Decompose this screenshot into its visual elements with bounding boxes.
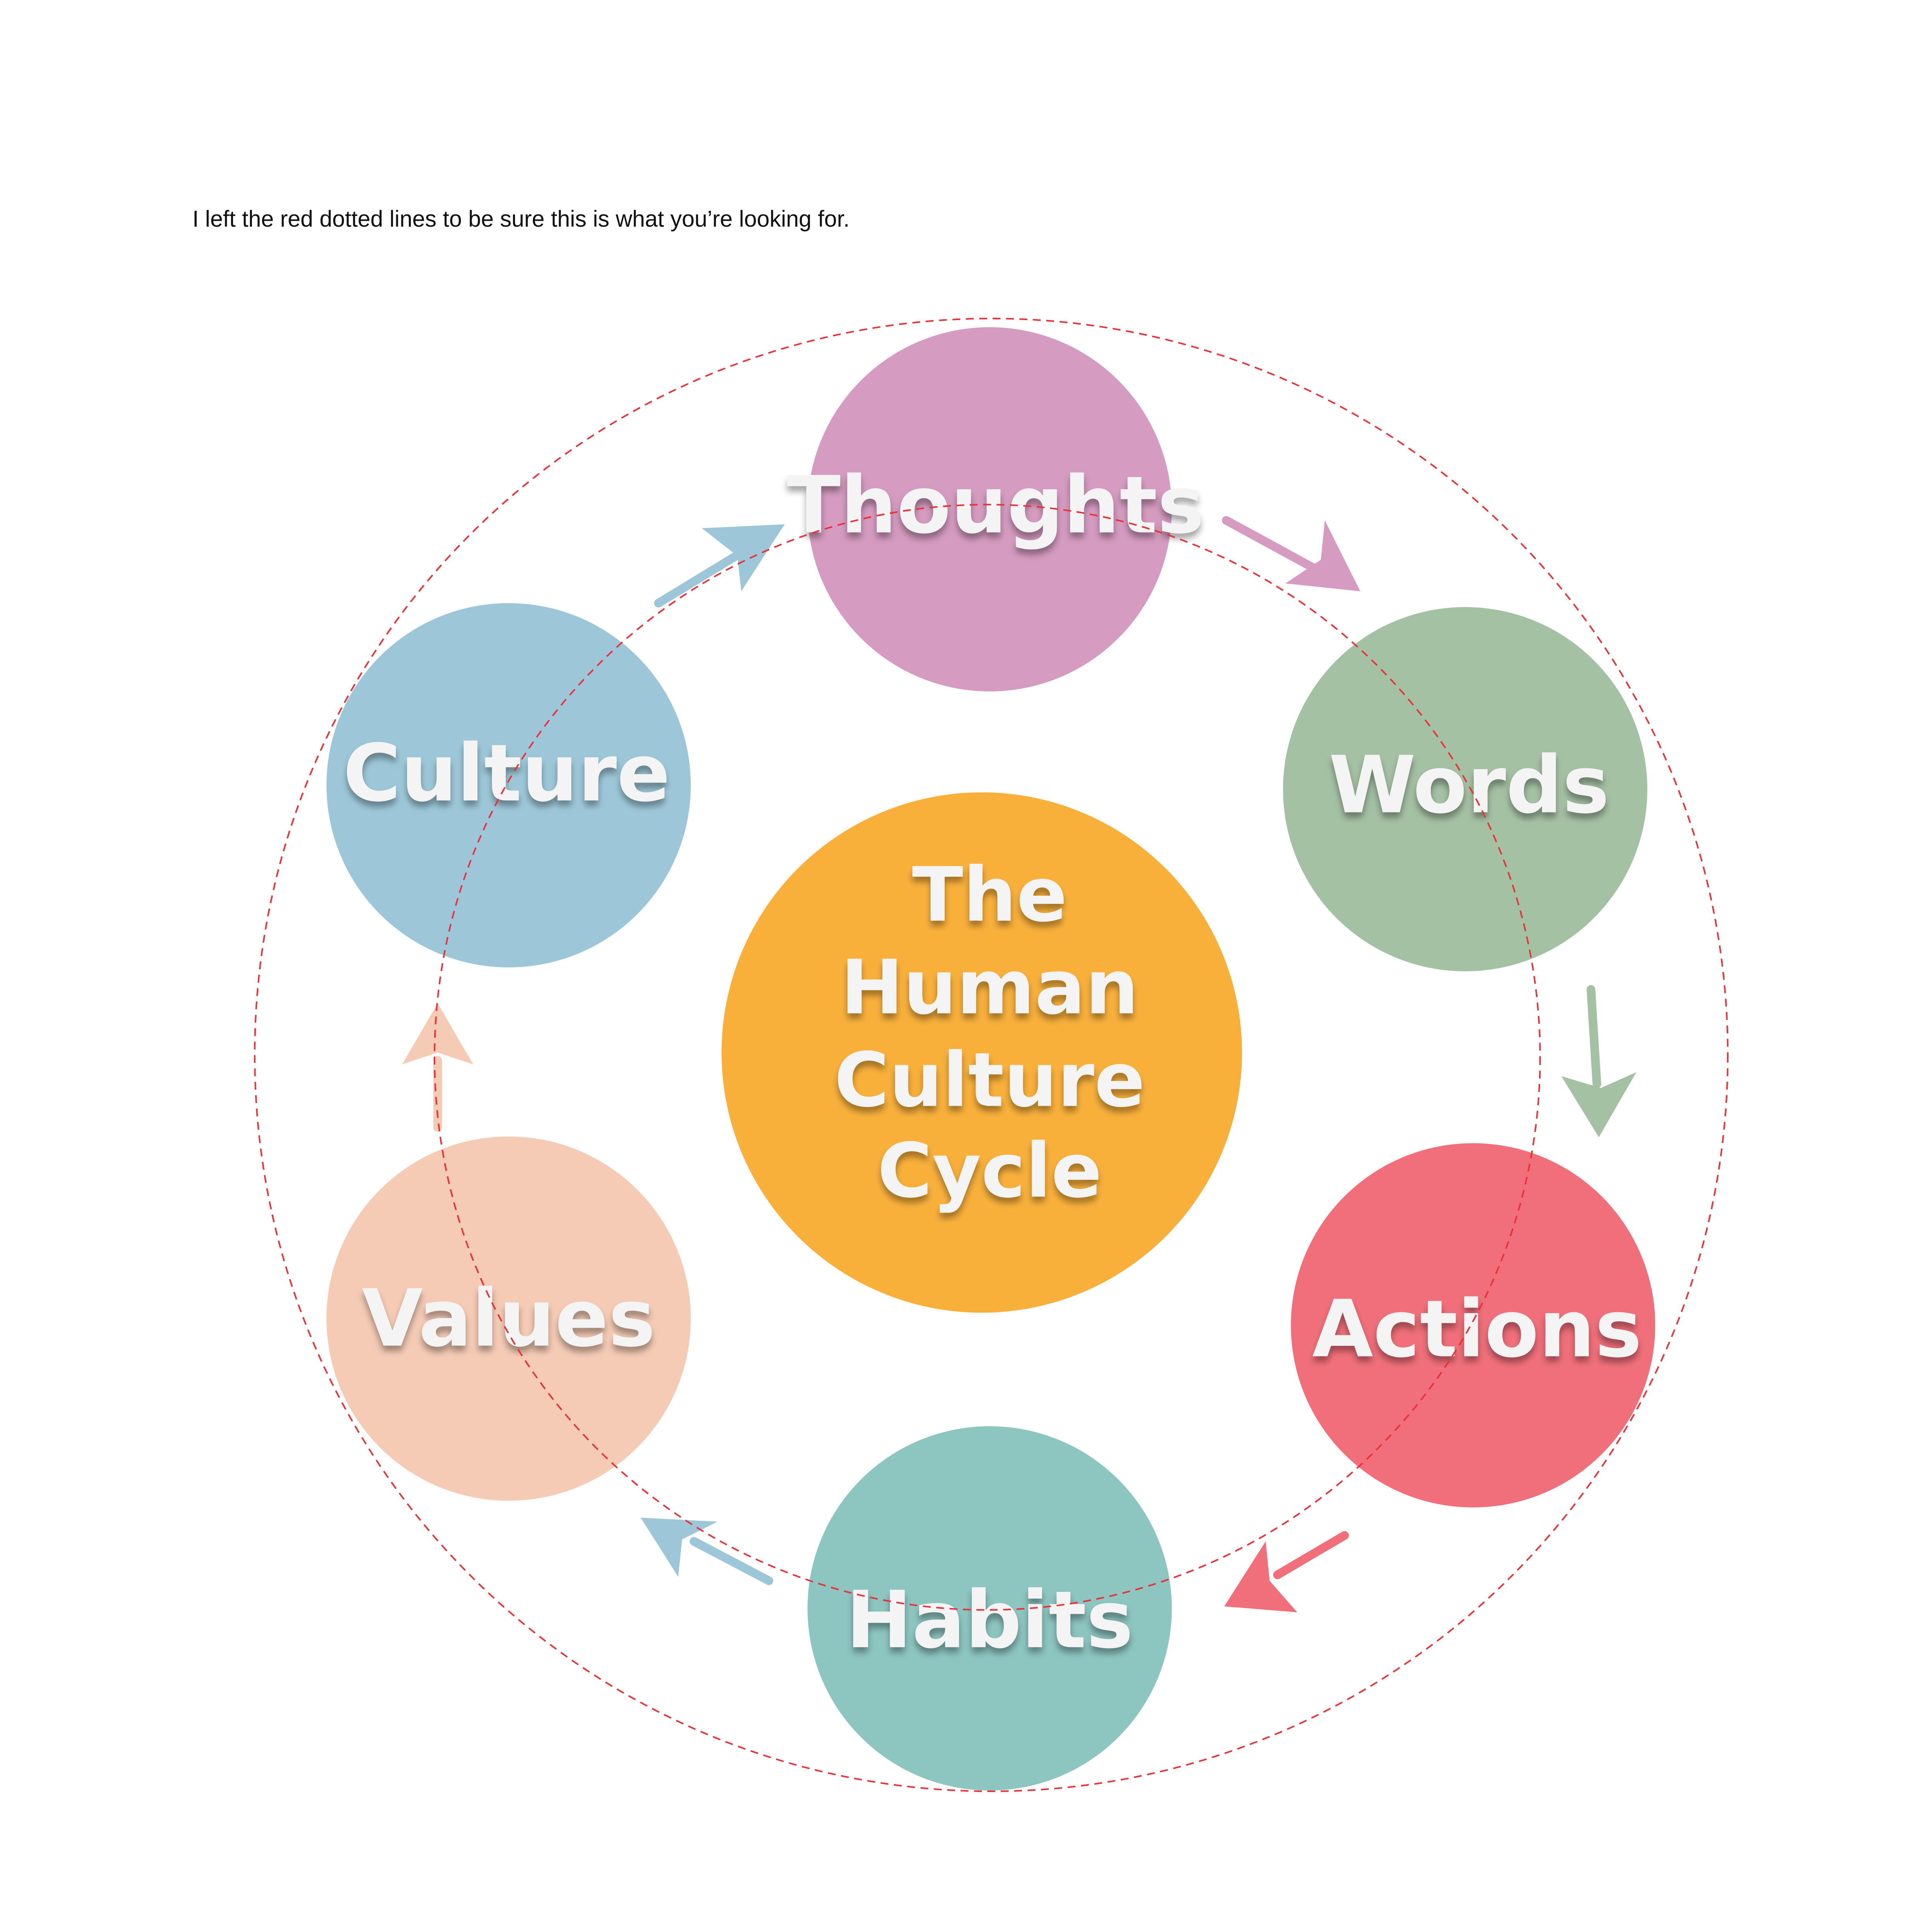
center-title-line-4: Cycle <box>877 1127 1102 1215</box>
arrow-habits-to-values <box>641 1518 773 1585</box>
node-habits-label: Habits <box>846 1574 1134 1666</box>
node-words-label: Words <box>1329 740 1609 831</box>
node-habits: Habits <box>807 1426 1172 1790</box>
arrow-actions-to-habits <box>1224 1531 1349 1612</box>
center-title-line-3: Culture <box>834 1037 1145 1124</box>
node-thoughts: Thoughts <box>787 327 1205 691</box>
arrow-words-to-actions <box>1561 985 1636 1137</box>
inner-guide-circle <box>434 504 1541 1611</box>
center-title-line-2: Human <box>841 944 1139 1031</box>
node-words: Words <box>1283 607 1647 971</box>
center-node: The Human Culture Cycle <box>722 792 1242 1313</box>
node-culture-label: Culture <box>343 728 670 820</box>
arrow-values-to-culture <box>402 1003 473 1132</box>
arrow-thoughts-to-words <box>1222 516 1360 591</box>
node-actions-label: Actions <box>1312 1284 1642 1375</box>
node-culture: Culture <box>326 603 691 967</box>
node-values-label: Values <box>362 1273 655 1365</box>
center-title-line-1: The <box>912 851 1067 939</box>
annotation-note: I left the red dotted lines to be sure t… <box>192 206 850 232</box>
outer-guide-circle <box>254 318 1729 1792</box>
node-values: Values <box>326 1136 691 1501</box>
node-thoughts-label: Thoughts <box>787 460 1205 551</box>
arrow-culture-to-thoughts <box>654 524 785 607</box>
node-actions: Actions <box>1291 1143 1655 1507</box>
